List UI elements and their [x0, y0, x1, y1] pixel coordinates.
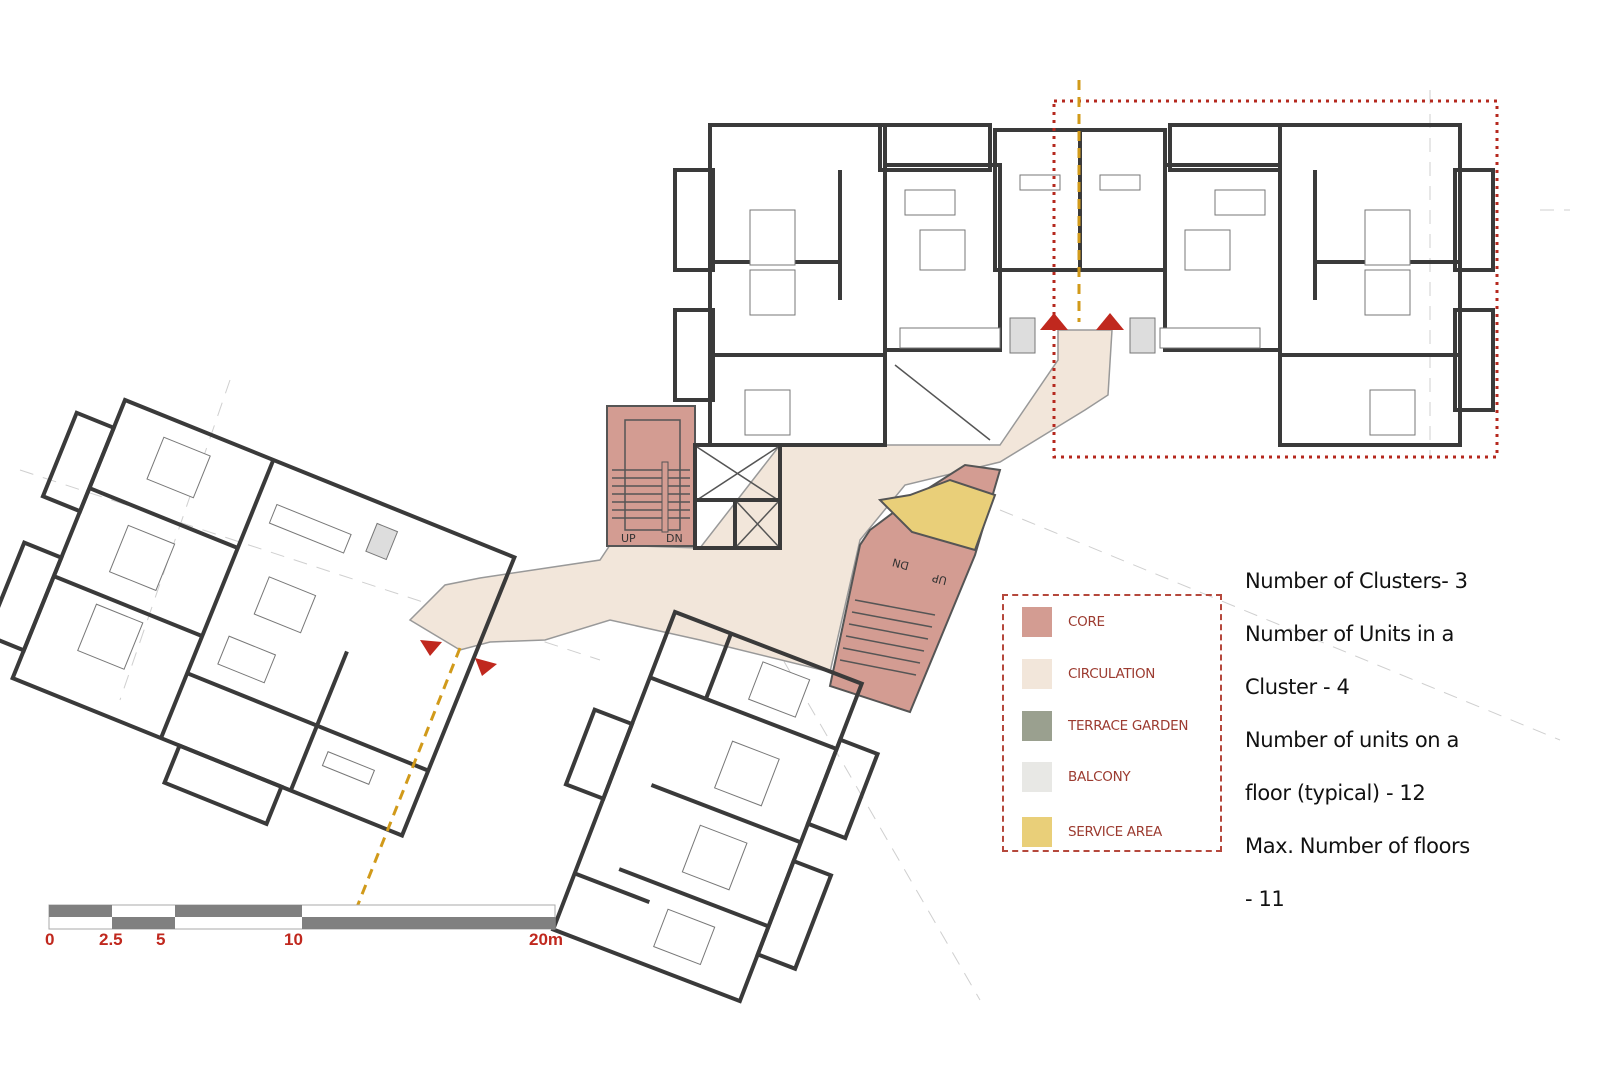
swatch-core	[1022, 607, 1052, 637]
legend-label: CORE	[1068, 614, 1105, 630]
legend-item-terrace-garden: TERRACE GARDEN	[1022, 711, 1188, 741]
stair-down-label: DN	[666, 532, 683, 545]
legend: CORE CIRCULATION TERRACE GARDEN BALCONY …	[1002, 594, 1222, 852]
entry-arrow	[1096, 313, 1124, 330]
legend-label: BALCONY	[1068, 769, 1131, 785]
cluster-top	[673, 123, 1495, 447]
scale-bar	[48, 904, 556, 930]
entry-arrow	[475, 658, 497, 676]
entry-arrow	[420, 640, 442, 656]
scale-label: 20m	[529, 930, 564, 949]
cluster-outline	[1052, 99, 1499, 459]
core-right: DN UP	[828, 463, 1002, 714]
legend-label: TERRACE GARDEN	[1068, 718, 1189, 734]
stat-line: Cluster - 4	[1245, 675, 1350, 699]
legend-item-core: CORE	[1022, 607, 1105, 637]
legend-item-service-area: SERVICE AREA	[1022, 817, 1162, 847]
swatch-balcony	[1022, 762, 1052, 792]
stat-line: Number of Clusters- 3	[1245, 569, 1468, 593]
cluster-left	[0, 397, 518, 839]
core-left: UP DN	[606, 405, 782, 550]
scale-label: 10	[284, 930, 303, 949]
stat-line: Number of units on a	[1245, 728, 1459, 752]
scale-label: 2.5	[99, 930, 123, 949]
legend-label: CIRCULATION	[1068, 666, 1156, 682]
cluster-bottom-right	[550, 609, 881, 1004]
stat-line: - 11	[1245, 887, 1285, 911]
service-area	[877, 478, 997, 552]
stat-line: Number of Units in a	[1245, 622, 1455, 646]
legend-label: SERVICE AREA	[1068, 824, 1162, 840]
stat-line: Max. Number of floors	[1245, 834, 1470, 858]
scale-label: 5	[156, 930, 166, 949]
swatch-terrace-garden	[1022, 711, 1052, 741]
stair-down-label: DN	[891, 555, 910, 572]
entry-arrow	[1040, 313, 1068, 330]
legend-item-circulation: CIRCULATION	[1022, 659, 1155, 689]
stair-up-label: UP	[621, 532, 636, 545]
swatch-circulation	[1022, 659, 1052, 689]
stair-up-label: UP	[931, 571, 949, 587]
stat-line: floor (typical) - 12	[1245, 781, 1426, 805]
scale-label: 0	[45, 930, 55, 949]
axis-line-left	[353, 647, 462, 913]
legend-item-balcony: BALCONY	[1022, 762, 1131, 792]
swatch-service-area	[1022, 817, 1052, 847]
